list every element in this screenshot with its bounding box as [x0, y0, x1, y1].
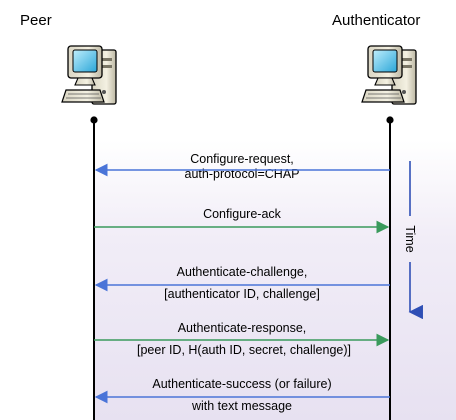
diagram-panel	[95, 140, 456, 420]
computer-icon	[361, 45, 417, 105]
message-authenticate-challenge: Authenticate-challenge, [authenticator I…	[94, 265, 390, 301]
message-label: auth-protocol=CHAP	[185, 167, 300, 181]
message-configure-request: Configure-request, auth-protocol=CHAP	[94, 152, 390, 181]
peer-title: Peer	[20, 12, 52, 29]
message-label: Authenticate-challenge,	[177, 265, 308, 279]
authenticator-title: Authenticator	[332, 12, 420, 29]
message-label: Authenticate-response,	[178, 321, 307, 335]
message-label: [peer ID, H(auth ID, secret, challenge)]	[137, 343, 351, 357]
message-configure-ack: Configure-ack	[94, 207, 390, 234]
message-authenticate-success: Authenticate-success (or failure) with t…	[94, 377, 390, 413]
message-label: Configure-request,	[190, 152, 294, 166]
message-label: Configure-ack	[203, 207, 282, 221]
time-axis: Time	[403, 161, 423, 320]
message-label: Authenticate-success (or failure)	[152, 377, 331, 391]
message-label: with text message	[191, 399, 292, 413]
time-axis-label: Time	[403, 225, 417, 252]
computer-icon	[61, 45, 117, 105]
message-label: [authenticator ID, challenge]	[164, 287, 320, 301]
message-authenticate-response: Authenticate-response, [peer ID, H(auth …	[94, 321, 390, 357]
